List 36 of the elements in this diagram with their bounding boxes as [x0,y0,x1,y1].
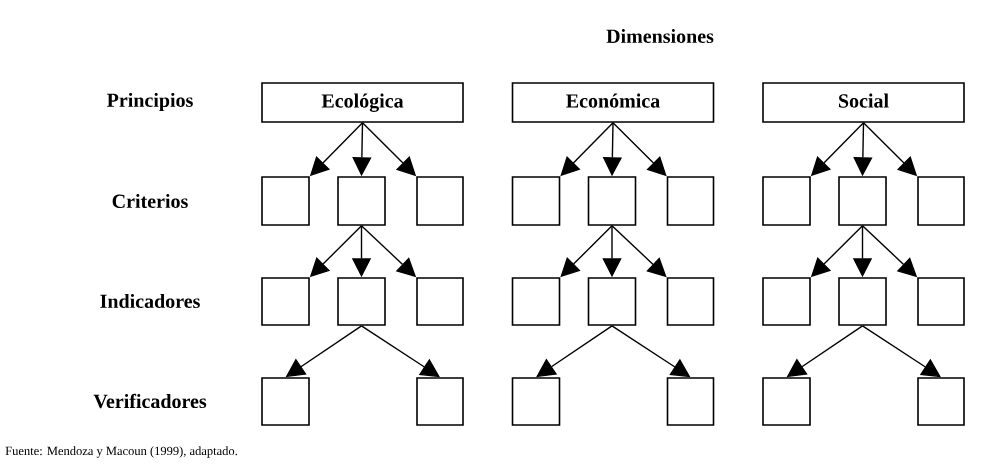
empty-box [511,377,561,426]
row-label: Criterios [112,193,188,209]
empty-box [838,277,887,326]
empty-box [337,277,386,326]
row-label: Verificadores [93,393,207,409]
empty-box [917,277,965,326]
empty-box [416,176,464,226]
empty-box [261,277,310,326]
empty-box [917,377,965,426]
empty-box [762,176,811,226]
principle-box: Ecológica [261,82,464,123]
empty-box [261,176,310,226]
row-label: Principios [107,92,193,112]
empty-box [838,176,887,226]
empty-box [666,176,715,226]
arrow [861,325,941,378]
arrow [536,325,613,378]
arrow [360,325,440,378]
empty-box [261,377,310,426]
empty-box [587,176,637,226]
empty-box [416,377,464,426]
empty-box [666,377,715,426]
principle-box: Social [762,82,965,123]
empty-box [337,176,386,226]
empty-box [416,277,464,326]
empty-box [587,277,637,326]
heading: Dimensiones [606,28,714,44]
empty-box [762,277,811,326]
empty-box [917,176,965,226]
row-label: Indicadores [100,293,200,309]
empty-box [511,277,561,326]
principle-box: Económica [511,82,715,123]
empty-box [511,176,561,226]
empty-box [762,377,811,426]
empty-box [666,277,715,326]
source-note: Fuente: Mendoza y Macoun (1999), adaptado. [5,446,237,458]
